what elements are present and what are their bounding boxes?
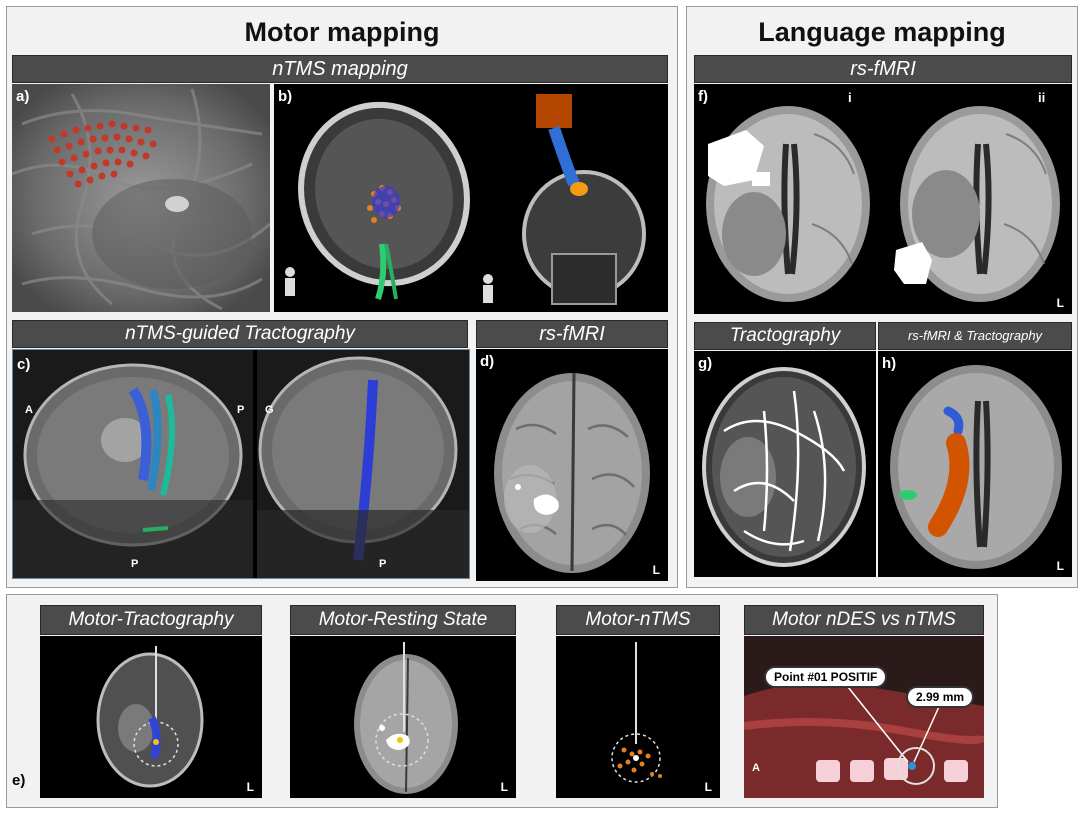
figure-icon-left [285, 267, 295, 296]
motor-tractography-corner-l: L [246, 780, 254, 794]
axis-g-label: G [265, 404, 274, 416]
panel-b-label: b) [278, 88, 293, 105]
point-positive-callout: Point #01 POSITIF [764, 666, 888, 688]
tractography-language-image [702, 367, 866, 567]
motor-resting-state-header: Motor-Resting State [290, 605, 516, 635]
tractography-header: nTMS-guided Tractography [12, 320, 468, 348]
motor-resting-state-corner-l: L [500, 780, 508, 794]
axis-a-label: A [25, 404, 33, 416]
tractography-language-header: Tractography [694, 322, 876, 350]
panel-h-combined: h) L [878, 351, 1072, 577]
language-mapping-title: Language mapping [758, 17, 1006, 47]
panel-d-rsfmri: d) L [476, 349, 668, 581]
rsfmri-language-images [706, 106, 1060, 302]
panel-h-corner-l: L [1056, 559, 1064, 573]
ntms-3d-brain-image [285, 94, 646, 305]
combined-image [890, 365, 1062, 569]
ntms-surface-image [12, 84, 270, 312]
panel-h-label: h) [882, 355, 897, 372]
panel-a-ntms-surface: a) [12, 84, 270, 312]
axis-p-label: P [237, 404, 245, 416]
motor-tractography-panel: L [40, 636, 262, 798]
panel-e-label: e) [12, 772, 26, 789]
motor-resting-state-panel: L [290, 636, 516, 798]
distance-callout: 2.99 mm [906, 686, 975, 708]
ndes-axis-a-label: A [752, 762, 760, 774]
panel-d-corner-l: L [652, 563, 660, 577]
panel-f-corner-l: L [1056, 296, 1064, 310]
figure-icon-right [483, 274, 493, 303]
tractography-images [13, 350, 469, 578]
panel-b-ntms-3d: b) [274, 84, 668, 312]
ntms-mapping-header: nTMS mapping [12, 55, 668, 83]
motor-resting-state-image [354, 642, 458, 794]
combined-header: rs-fMRI & Tractography [878, 322, 1072, 350]
motor-ndes-vs-ntms-image [744, 636, 984, 798]
panel-a-label: a) [16, 88, 30, 105]
panel-d-label: d) [480, 353, 495, 370]
motor-ntms-image [611, 642, 662, 783]
motor-tractography-image [96, 646, 204, 788]
motor-ntms-corner-l: L [704, 780, 712, 794]
panel-c-label: c) [17, 356, 31, 373]
panel-c-tractography: c) A P G P P [12, 349, 470, 579]
rsfmri-motor-header: rs-fMRI [476, 320, 668, 348]
motor-tractography-header: Motor-Tractography [40, 605, 262, 635]
panel-g-tractography: g) [694, 351, 876, 577]
motor-ndes-vs-ntms-header: Motor nDES vs nTMS [744, 605, 984, 635]
panel-f-rsfmri: f) i ii L [694, 84, 1072, 314]
motor-mapping-title: Motor mapping [244, 17, 440, 47]
panel-f-sub-ii: ii [1038, 90, 1046, 105]
panel-f-sub-i: i [848, 90, 852, 105]
bottom-p-label-1: P [131, 558, 139, 570]
bottom-p-label-2: P [379, 558, 387, 570]
panel-f-label: f) [698, 88, 708, 105]
rsfmri-motor-image [494, 372, 650, 573]
rsfmri-language-header: rs-fMRI [694, 55, 1072, 83]
panel-g-label: g) [698, 355, 713, 372]
motor-ndes-vs-ntms-panel: Point #01 POSITIF 2.99 mm A [744, 636, 984, 798]
motor-ntms-panel: L [556, 636, 720, 798]
motor-ntms-header: Motor-nTMS [556, 605, 720, 635]
